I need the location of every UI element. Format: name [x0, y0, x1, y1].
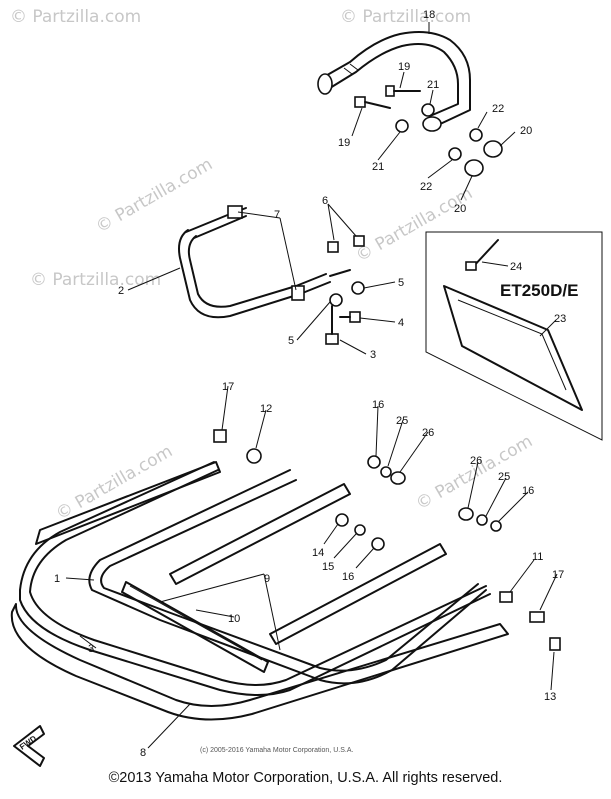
callout-2: 2 [118, 285, 124, 297]
copyright-footer: ©2013 Yamaha Motor Corporation, U.S.A. A… [108, 770, 503, 786]
leader-lines [65, 22, 558, 749]
callout-10: 10 [228, 613, 240, 625]
callout-25: 25 [498, 471, 510, 483]
watermark: © Partzilla.com [53, 441, 177, 524]
watermark: © Partzilla.com [340, 7, 471, 27]
callout-1: 1 [54, 573, 60, 585]
callout-5: 5 [288, 335, 294, 347]
bolt-19-upper [385, 85, 421, 97]
callout-26: 26 [422, 427, 434, 439]
rail-1 [19, 461, 491, 696]
bolt-17-right [529, 611, 545, 623]
callout-22: 22 [420, 181, 432, 193]
watermark: © Partzilla.com [353, 183, 477, 266]
callout-9: 9 [264, 573, 270, 585]
variant-inset: ET250D/E [425, 231, 603, 441]
washer-5-upper [351, 281, 365, 295]
bolt-17-left [213, 429, 227, 443]
callout-26: 26 [470, 455, 482, 467]
guide-10 [121, 581, 269, 673]
callout-3: 3 [88, 643, 94, 655]
callout-5: 5 [398, 277, 404, 289]
callout-11: 11 [532, 551, 543, 563]
part-14 [335, 513, 349, 527]
nut-16-top [367, 455, 381, 469]
cap-20-lower [464, 159, 484, 177]
callout-22: 22 [492, 103, 504, 115]
callout-21: 21 [372, 161, 384, 173]
variant-label: ET250D/E [500, 281, 578, 300]
washer-21-upper [421, 103, 435, 117]
callout-16: 16 [522, 485, 534, 497]
part-15 [354, 524, 366, 536]
washer-5-lower [329, 293, 343, 307]
callout-21: 21 [427, 79, 439, 91]
callout-14: 14 [312, 547, 324, 559]
callout-23: 23 [554, 313, 566, 325]
callout-19: 19 [398, 61, 410, 73]
washer-22-upper [469, 128, 483, 142]
callout-8: 8 [140, 747, 146, 759]
callout-24: 24 [510, 261, 522, 273]
callout-25: 25 [396, 415, 408, 427]
callout-16: 16 [372, 399, 384, 411]
image-copyright: (c) 2005-2016 Yamaha Motor Corporation, … [200, 747, 353, 754]
callout-15: 15 [322, 561, 334, 573]
nut-6-left [327, 241, 339, 253]
nut-16-right [490, 520, 502, 532]
washer-21-lower [395, 119, 409, 133]
callout-4: 4 [398, 317, 404, 329]
washer-12 [246, 448, 262, 464]
grab-bar-2 [178, 205, 331, 319]
cap-20-upper [483, 140, 503, 158]
callout-19: 19 [338, 137, 350, 149]
forward-arrow-icon: FWD [13, 725, 45, 767]
callout-18: 18 [423, 9, 435, 21]
callout-6: 6 [322, 195, 328, 207]
rail-left [35, 461, 221, 545]
bolt-19-lower [354, 96, 391, 109]
callout-17: 17 [552, 569, 564, 581]
bolt-3 [325, 305, 339, 345]
callout-7: 7 [274, 209, 280, 221]
callout-3: 3 [370, 349, 376, 361]
callout-20: 20 [454, 203, 466, 215]
fwd-label: FWD [18, 734, 38, 752]
bracket [329, 269, 351, 277]
callout-13: 13 [544, 691, 556, 703]
nut-6-right [353, 235, 365, 247]
callout-20: 20 [520, 125, 532, 137]
watermark: © Partzilla.com [10, 7, 141, 27]
handle-bar-18 [317, 31, 471, 132]
watermark: © Partzilla.com [93, 154, 217, 237]
callout-17: 17 [222, 381, 234, 393]
washer-25-right [476, 514, 488, 526]
part-16 [371, 537, 385, 551]
cap-26-right [458, 507, 474, 521]
bolt-4 [339, 311, 361, 323]
bracket-11 [499, 591, 513, 603]
channel-9 [88, 469, 487, 685]
washer-25-top [380, 466, 392, 478]
rail-8 [10, 603, 509, 721]
cap-26-top [390, 471, 406, 485]
crossbar [169, 483, 447, 645]
washer-22-lower [448, 147, 462, 161]
callout-12: 12 [260, 403, 272, 415]
bolt-13 [549, 637, 561, 651]
callout-16: 16 [342, 571, 354, 583]
watermark: © Partzilla.com [30, 270, 161, 290]
